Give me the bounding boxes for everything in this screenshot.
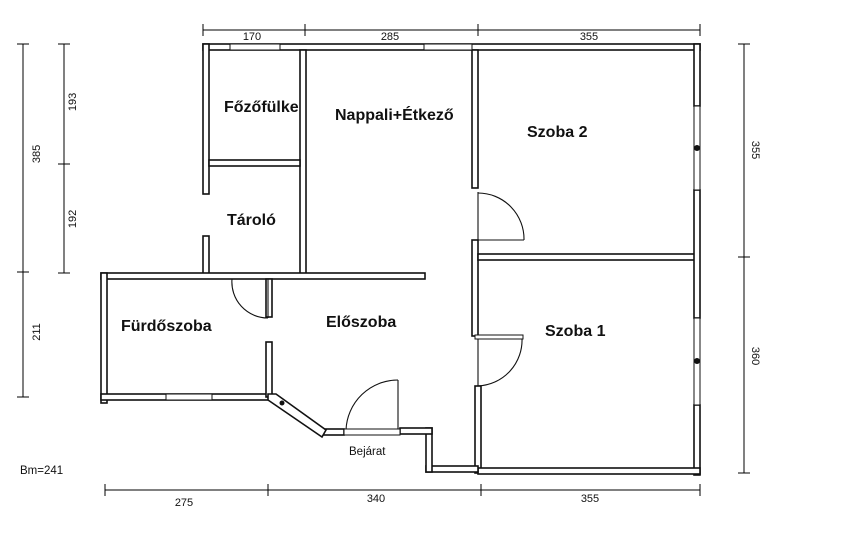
dim-left-outer-1: 385 — [31, 145, 43, 163]
area-note: Bm=241 — [20, 465, 63, 477]
dim-right-1: 355 — [749, 141, 761, 159]
label-room2: Szoba 2 — [527, 124, 588, 141]
label-entrance: Bejárat — [349, 446, 386, 458]
room-labels: Főzőfülke Nappali+Étkező Szoba 2 Tároló … — [20, 99, 606, 477]
dim-bottom-1: 275 — [175, 497, 193, 509]
walls — [100, 43, 701, 476]
windows — [165, 43, 701, 406]
door-entrance[interactable] — [343, 379, 401, 436]
window-living — [423, 43, 473, 51]
label-storage: Tároló — [227, 212, 276, 229]
door-room1[interactable] — [474, 334, 524, 387]
dim-top-3: 355 — [580, 31, 598, 43]
dim-left-inner-2: 192 — [67, 210, 79, 228]
dim-top-2: 285 — [381, 31, 399, 43]
dim-right-2: 360 — [749, 347, 761, 365]
dimension-labels: 170 285 355 275 340 355 385 211 193 192 … — [31, 31, 761, 509]
window-handle-room2 — [694, 145, 700, 151]
window-handle-room1 — [694, 358, 700, 364]
label-bathroom: Fürdőszoba — [121, 318, 212, 335]
label-kitchenette: Főzőfülke — [224, 99, 299, 116]
dim-left-outer-2: 211 — [31, 323, 43, 341]
dim-top-1: 170 — [243, 31, 261, 43]
dim-bottom-3: 355 — [581, 493, 599, 505]
dim-bottom-2: 340 — [367, 493, 385, 505]
label-room1: Szoba 1 — [545, 323, 606, 340]
door-room2[interactable] — [477, 192, 525, 241]
window-kitchen — [229, 43, 281, 51]
dimension-lines — [17, 24, 750, 496]
dim-left-inner-1: 193 — [67, 93, 79, 111]
label-living: Nappali+Étkező — [335, 105, 454, 124]
doors — [231, 192, 525, 436]
door-bathroom[interactable] — [231, 278, 269, 319]
wall-marker — [279, 400, 285, 406]
label-hall: Előszoba — [326, 314, 396, 331]
window-bathroom — [165, 393, 213, 401]
